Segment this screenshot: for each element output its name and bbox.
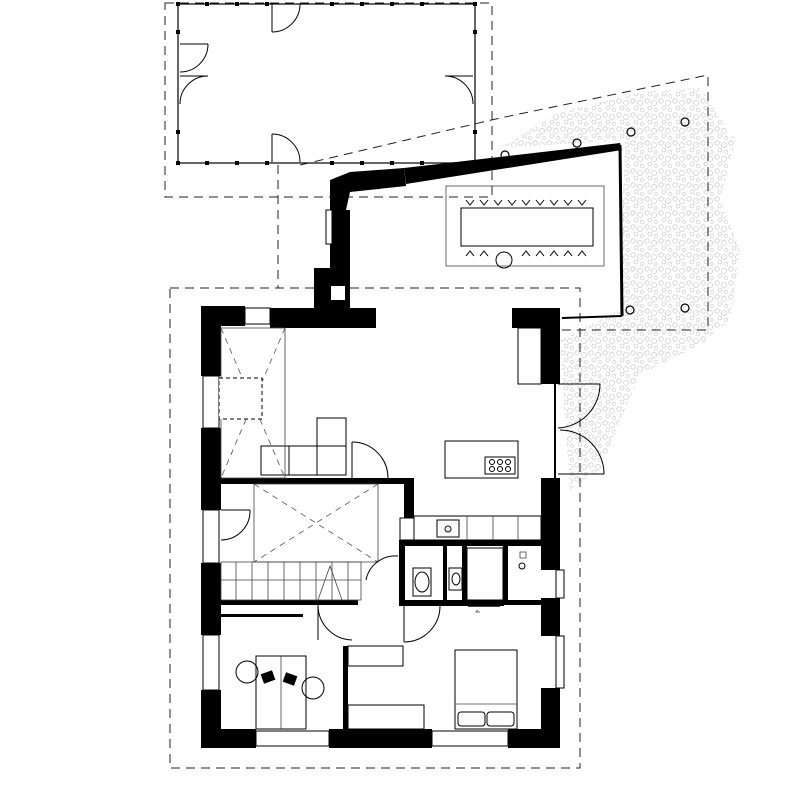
bed-icon [454,649,518,730]
chair-icon [465,199,587,269]
dashed-outlines [164,2,709,769]
dining-table [445,185,605,269]
chair-icon [235,660,325,700]
staircase [220,561,362,601]
lamp-icon [500,117,690,315]
living-kitchen [218,327,605,541]
link-walls [314,143,622,312]
door-swing-icon [220,509,441,643]
sink-icon [436,519,460,538]
study [235,655,325,730]
terrace-glazing [500,117,690,319]
door-swing-icon [351,383,605,479]
bathroom [412,547,527,613]
gravel-area [500,88,740,490]
sofa [260,417,347,476]
interior-walls [201,478,560,732]
bedroom [347,645,518,730]
exterior-walls [201,306,565,748]
door-swing-icon [179,3,474,163]
toilet-icon [412,567,432,597]
hob-icon [484,456,516,475]
sink-icon [448,567,463,591]
kitchen-counter [399,515,542,541]
window-icon [202,307,565,747]
pavilion-posts [176,2,477,165]
hall [220,483,441,643]
pavilion [176,2,477,165]
window-icon [325,209,333,245]
void-over-hall [218,327,286,479]
